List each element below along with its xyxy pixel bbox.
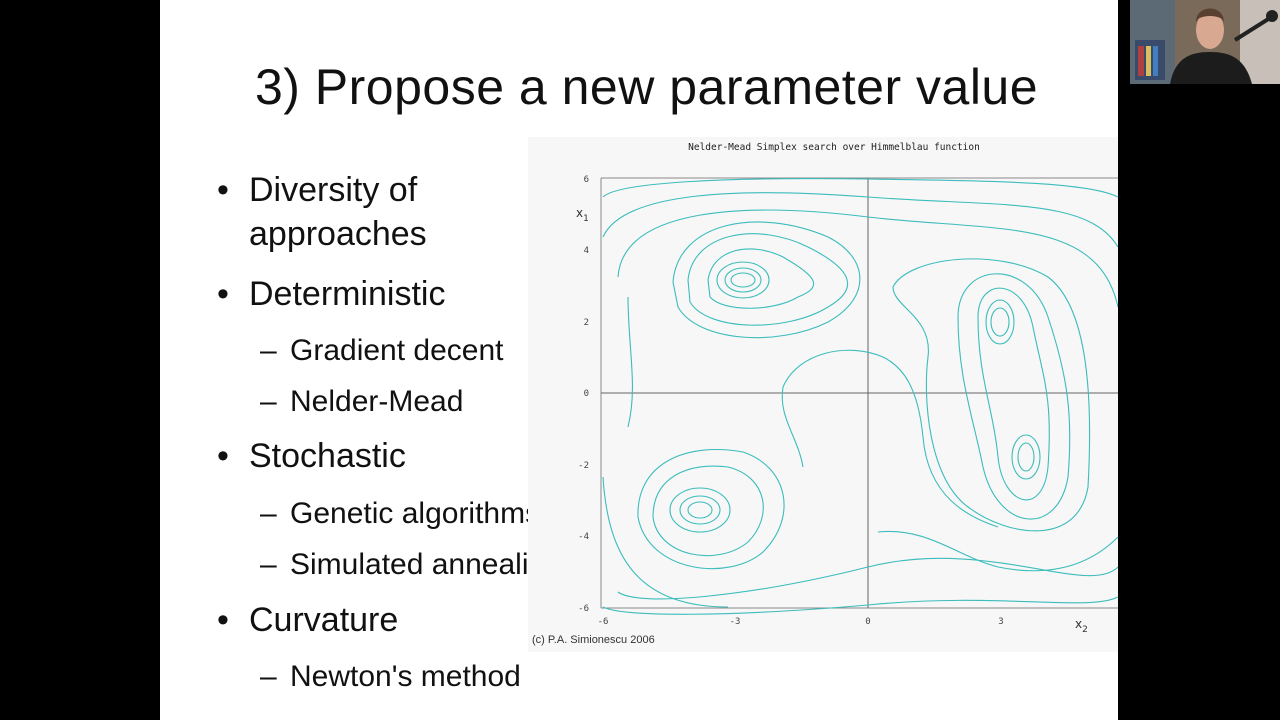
contour-ring [672, 221, 861, 339]
axis-labels: x1 x2 [576, 206, 1088, 635]
sub-bullet-text: Genetic algorithms [290, 497, 541, 530]
contour-line [602, 476, 729, 608]
sub-bullet-item: – Nelder-Mead [260, 384, 464, 420]
contour-ring [977, 287, 1050, 501]
figure-title: Nelder-Mead Simplex search over Himmelbl… [688, 142, 980, 153]
contour-line [602, 596, 1118, 615]
sub-bullet-marker: – [260, 334, 277, 367]
contour-line [617, 209, 1118, 308]
y-tick-label: 4 [584, 246, 589, 256]
contour-ring [669, 487, 731, 533]
sub-bullet-text: Nelder-Mead [290, 385, 464, 418]
contour-ring [637, 448, 785, 570]
bullet-text: Diversity of [249, 171, 418, 209]
sub-bullet-marker: – [260, 497, 277, 530]
x-tick-label: -3 [730, 617, 741, 627]
contour-ring [687, 501, 713, 519]
bullet-marker: • [217, 437, 229, 475]
sub-bullet-item: – Simulated annealing [260, 547, 562, 583]
tick-labels: 6 4 2 0 -2 -4 -6 -6 -3 0 3 [578, 175, 1004, 627]
bullet-item: • Curvature [217, 598, 399, 642]
bullet-marker: • [217, 601, 229, 639]
bullet-marker: • [217, 275, 229, 313]
axes [600, 177, 1118, 609]
x-tick-label: 3 [998, 617, 1003, 627]
contour-line [602, 178, 1118, 198]
contour-ring [724, 267, 762, 293]
bullet-item: approaches [249, 212, 427, 256]
y-tick-label: -2 [578, 461, 589, 471]
contour-line [627, 296, 633, 428]
sub-bullet-marker: – [260, 660, 277, 693]
y-tick-label: -6 [578, 604, 589, 614]
contour-ring [1017, 442, 1035, 472]
contour-line [877, 530, 1118, 572]
sub-bullet-text: Newton's method [290, 660, 521, 693]
contour-ring [730, 272, 756, 288]
contour-line [781, 386, 804, 468]
contour-figure: Nelder-Mead Simplex search over Himmelbl… [528, 137, 1118, 652]
slide-title: 3) Propose a new parameter value [254, 59, 1039, 115]
y-tick-label: 2 [584, 318, 589, 328]
contour-ring [1011, 434, 1041, 480]
sub-bullet-text: Gradient decent [290, 334, 504, 367]
bullet-text: Stochastic [249, 437, 406, 475]
x-axis-label: x2 [1075, 617, 1088, 635]
contour-ring [957, 273, 1071, 520]
contour-lines [602, 178, 1118, 615]
figure-credit: (c) P.A. Simionescu 2006 [532, 634, 655, 646]
y-tick-label: -4 [578, 532, 589, 542]
sub-bullet-text: Simulated annealing [290, 548, 562, 581]
contour-line [602, 192, 1118, 248]
bullet-text: Deterministic [249, 275, 446, 313]
x-tick-label: 0 [865, 617, 870, 627]
x-tick-label: -6 [598, 617, 609, 627]
contour-plot: Nelder-Mead Simplex search over Himmelbl… [532, 142, 1118, 646]
bullet-text: Curvature [249, 601, 399, 639]
sub-bullet-marker: – [260, 385, 277, 418]
sub-bullet-item: – Newton's method [260, 659, 521, 695]
bullet-item: • Stochastic [217, 434, 406, 478]
contour-ring [990, 307, 1010, 337]
bullet-item: • Deterministic [217, 272, 446, 316]
presenter-webcam-icon [1130, 0, 1280, 84]
contour-ring [716, 261, 770, 299]
contour-ring [985, 299, 1015, 345]
sub-bullet-marker: – [260, 548, 277, 581]
contour-ring [707, 248, 815, 309]
bullet-item: • Diversity of [217, 168, 418, 212]
contour-ring [652, 465, 764, 557]
sub-bullet-item: – Genetic algorithms [260, 496, 541, 532]
bullet-marker: • [217, 171, 229, 209]
contour-ring [687, 233, 849, 326]
y-tick-label: 0 [584, 389, 589, 399]
y-tick-label: 6 [584, 175, 589, 185]
sub-bullet-item: – Gradient decent [260, 333, 504, 369]
presenter-webcam [1130, 0, 1280, 84]
slide: 3) Propose a new parameter value • Diver… [160, 0, 1118, 720]
contour-ring [679, 495, 721, 525]
bullet-text: approaches [249, 215, 427, 253]
bullet-list: • Diversity of approaches • Deterministi… [160, 0, 620, 720]
contour-ring [892, 258, 1091, 532]
y-axis-label: x1 [576, 206, 589, 224]
contour-line [617, 557, 1118, 600]
contour-line [782, 349, 999, 528]
